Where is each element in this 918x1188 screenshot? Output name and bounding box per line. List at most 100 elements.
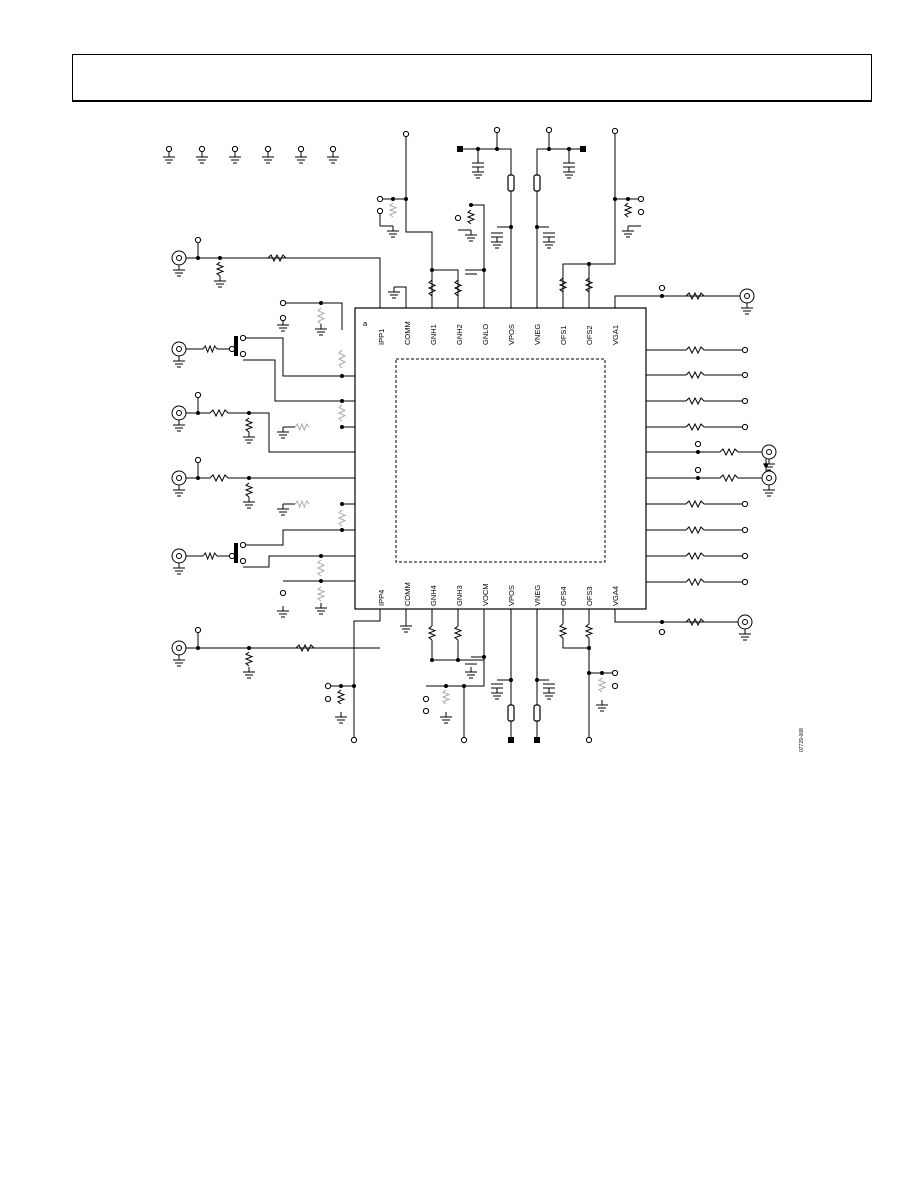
bnc-connector: [761, 444, 777, 471]
test-point: [228, 552, 236, 560]
wire: [243, 337, 355, 377]
junction-dot: [340, 528, 344, 532]
chip-body: [354, 307, 647, 610]
ground-symbol: [400, 621, 412, 633]
resistor: [427, 279, 437, 297]
ground-symbol: [388, 287, 400, 299]
resistor: [623, 202, 633, 218]
resistor: [719, 473, 739, 483]
resistor-zigzag: [267, 253, 287, 263]
resistor-zigzag: [215, 261, 225, 277]
resistor-zigzag: [685, 396, 705, 406]
resistor-zigzag: [453, 625, 463, 641]
resistor: [294, 499, 310, 509]
resistor-zigzag: [202, 551, 218, 561]
capacitor: [472, 162, 484, 168]
bnc-connector: [761, 470, 777, 497]
resistor-zigzag: [427, 279, 437, 297]
pin-label-top-ofs2: OFS2: [585, 325, 594, 345]
resistor-zigzag: [427, 625, 437, 641]
test-point: [493, 126, 501, 134]
page-header-box: [72, 54, 872, 102]
bnc-inner: [766, 449, 772, 455]
test-point: [545, 126, 553, 134]
pin1-marker: a: [363, 319, 368, 328]
resistor-zigzag: [685, 422, 705, 432]
pin-label-bottom-vocm: VOCM: [481, 584, 490, 607]
pin-label-bottom-ipp4: IPP4: [377, 590, 386, 606]
ferrite-bead: [533, 174, 541, 192]
test-point: [741, 397, 749, 405]
resistor-zigzag: [294, 499, 310, 509]
resistor: [267, 253, 287, 263]
bnc-connector: [171, 640, 187, 667]
resistor: [453, 625, 463, 641]
capacitor: [543, 232, 555, 238]
resistor-zigzag: [244, 482, 254, 498]
resistor-zigzag: [685, 577, 705, 587]
junction-dot: [660, 294, 664, 298]
resistor-zigzag: [388, 202, 398, 218]
capacitor: [465, 659, 477, 665]
bnc-connector: [171, 250, 187, 277]
resistor: [685, 617, 705, 627]
resistor-zigzag: [584, 277, 594, 293]
resistor-zigzag: [623, 202, 633, 218]
pin-label-bottom-vneg: VNEG: [533, 585, 542, 606]
wire: [243, 529, 355, 546]
wire: [536, 148, 583, 308]
power-terminal: [508, 737, 514, 743]
bnc-inner: [176, 346, 182, 352]
pin-label-bottom-ofs3: OFS3: [585, 586, 594, 606]
resistor: [441, 689, 451, 705]
junction-dot: [196, 476, 200, 480]
junction-dot: [319, 554, 323, 558]
capacitor: [491, 683, 503, 689]
ferrite-bead: [507, 704, 515, 722]
resistor: [202, 551, 218, 561]
test-point: [637, 195, 645, 203]
ground-symbol: [387, 226, 399, 238]
resistor-zigzag: [685, 551, 705, 561]
bnc-connector: [739, 288, 755, 315]
resistor: [209, 408, 229, 418]
bnc-connector: [171, 405, 187, 432]
test-point: [611, 682, 619, 690]
bnc-connector: [171, 470, 187, 497]
ground-symbol: [543, 237, 555, 249]
resistor-zigzag: [337, 404, 347, 422]
test-point: [694, 466, 702, 474]
resistor: [584, 277, 594, 293]
test-point: [422, 695, 430, 703]
schematic-components: [163, 126, 777, 744]
bnc-inner: [742, 619, 748, 625]
ground-symbol: [277, 427, 289, 439]
bnc-inner: [176, 410, 182, 416]
resistor: [337, 509, 347, 527]
resistor: [558, 277, 568, 293]
pin-label-top-comm: COMM: [403, 321, 412, 345]
junction-dot: [587, 646, 591, 650]
wire: [614, 295, 740, 308]
resistor-zigzag: [584, 623, 594, 639]
wire: [432, 269, 459, 308]
test-point: [422, 707, 430, 715]
test-point: [741, 371, 749, 379]
test-point: [376, 207, 384, 215]
power-terminal: [534, 737, 540, 743]
resistor-zigzag: [685, 345, 705, 355]
resistor: [584, 623, 594, 639]
ground-symbol: [214, 276, 226, 288]
junction-dot: [430, 658, 434, 662]
junction-dot: [567, 147, 571, 151]
power-terminal: [457, 146, 463, 152]
resistor-zigzag: [685, 499, 705, 509]
resistor: [685, 291, 705, 301]
test-point: [637, 208, 645, 216]
test-point: [194, 236, 202, 244]
test-point: [165, 145, 173, 153]
junction-dot: [247, 411, 251, 415]
ground-symbol: [472, 167, 484, 179]
test-point: [279, 314, 287, 322]
resistor-zigzag: [244, 417, 254, 433]
